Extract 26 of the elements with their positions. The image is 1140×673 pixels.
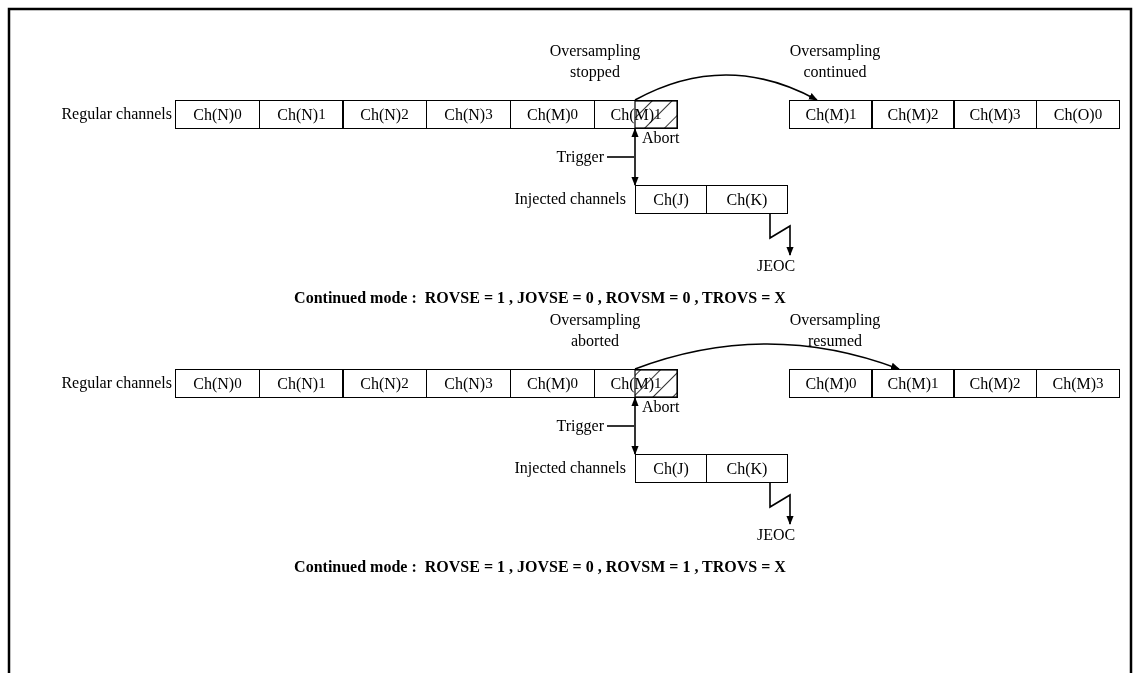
event-label: JEOC: [757, 526, 797, 544]
row-label: Injected channels: [513, 459, 626, 477]
arrow: [634, 74, 818, 101]
interrupt-arrow: [769, 213, 794, 256]
annotation-text: Oversampling resumed: [788, 310, 882, 351]
mode-caption: Continued mode : ROVSE = 1 , JOVSE = 0 , ROVSM = 1 , TROVS = X: [293, 558, 787, 576]
interrupt-arrow: [769, 482, 794, 525]
row-label: Regular channels: [60, 105, 172, 123]
signal-label: Trigger: [548, 417, 604, 435]
arrow: [631, 128, 639, 186]
channel-cell: Ch(J): [635, 454, 707, 483]
channel-cell: Ch(K): [706, 185, 788, 214]
channel-cell: Ch(K): [706, 454, 788, 483]
channel-cell: Ch(J): [635, 185, 707, 214]
event-label: JEOC: [757, 257, 797, 275]
leader-line: [606, 425, 635, 427]
mode-caption: Continued mode : ROVSE = 1 , JOVSE = 0 , ROVSM = 0 , TROVS = X: [293, 289, 787, 307]
signal-label: Trigger: [548, 148, 604, 166]
annotation-text: Oversampling aborted: [548, 310, 642, 351]
row-label: Injected channels: [513, 190, 626, 208]
row-label: Regular channels: [60, 374, 172, 392]
arrow: [631, 397, 639, 455]
arrow: [634, 343, 900, 370]
leader-line: [606, 156, 635, 158]
annotation-text: Oversampling stopped: [548, 41, 642, 82]
annotation-text: Oversampling continued: [788, 41, 882, 82]
